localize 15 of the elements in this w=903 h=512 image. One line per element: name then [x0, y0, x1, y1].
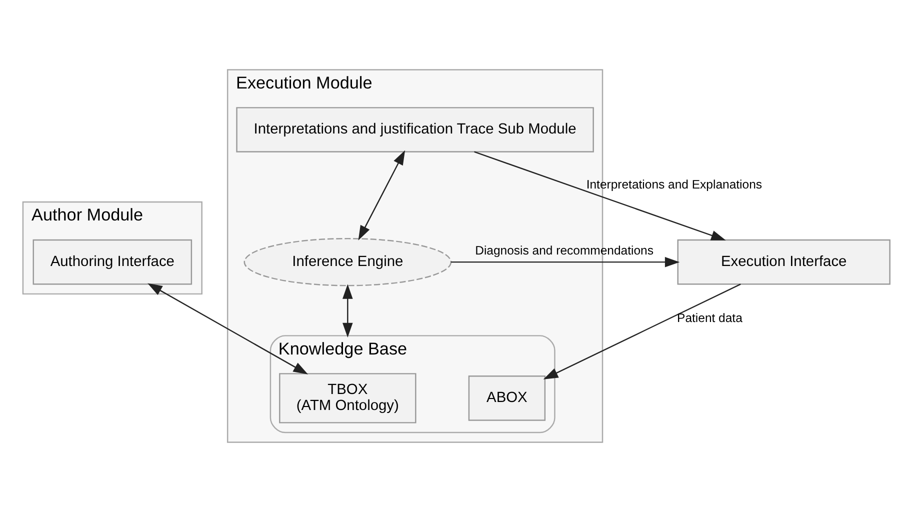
arrow [543, 284, 741, 380]
node-box: Authoring Interface [32, 239, 192, 285]
node-ellipse: Inference Engine [244, 238, 452, 286]
edge-label: Patient data [677, 311, 742, 326]
node-box: TBOX (ATM Ontology) [279, 373, 416, 424]
node-box: Interpretations and justification Trace Sub Module [236, 107, 594, 152]
edge-label: Interpretations and Explanations [586, 178, 762, 192]
edge-label: Diagnosis and recommendations [475, 244, 654, 258]
node-box: ABOX [468, 376, 546, 421]
node-box: Execution Interface [677, 239, 890, 285]
arrow [474, 151, 726, 240]
arrow [451, 256, 680, 268]
arrow [342, 284, 353, 338]
arrow [358, 150, 406, 240]
arrow [148, 283, 308, 374]
